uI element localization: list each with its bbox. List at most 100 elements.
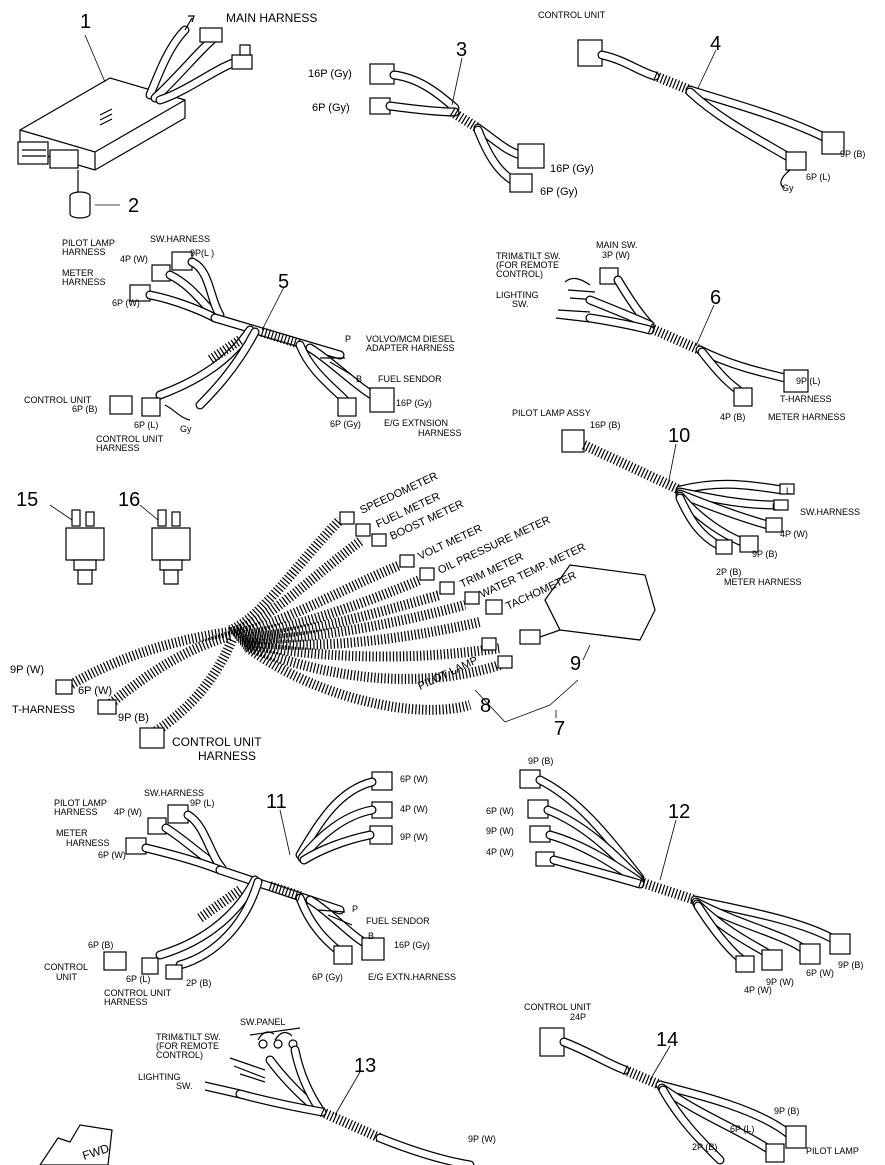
label-9pw-13: 9P (W) (468, 1134, 496, 1144)
label-p-5: P (345, 334, 351, 344)
label-lighting-6b: SW. (512, 299, 529, 309)
label-main-sw: MAIN SW. (596, 240, 638, 250)
label-control-unit-5: CONTROL UNIT (24, 395, 92, 405)
label-trim-tilt-6c: CONTROL) (496, 269, 543, 279)
label-lighting-13: LIGHTING (138, 1072, 181, 1082)
label-lighting-6: LIGHTING (496, 290, 539, 300)
label-sw-harness-11: SW.HARNESS (144, 788, 204, 798)
label-volvo2: ADAPTER HARNESS (366, 343, 455, 353)
part-13-harness (204, 1027, 475, 1165)
label-6p-gy-b: 6P (Gy) (540, 186, 578, 198)
label-control-unit-4: CONTROL UNIT (538, 10, 606, 20)
callout-6: 6 (710, 287, 721, 309)
callout-12: 12 (668, 801, 690, 823)
label-16p-gy: 16P (Gy) (308, 68, 352, 80)
label-trim-tilt-13c: CONTROL) (156, 1050, 203, 1060)
label-eg-extn: E/G EXTN.HARNESS (368, 972, 456, 982)
label-16pgy-5: 16P (Gy) (396, 398, 432, 408)
label-t-harness-big: T-HARNESS (12, 704, 75, 716)
label-gy-5: Gy (180, 424, 192, 434)
callout-2: 2 (128, 195, 139, 217)
label-9pb-10: 9P (B) (752, 549, 777, 559)
label-9pw-12b: 9P (W) (766, 977, 794, 987)
label-trim-tilt-6: TRIM&TILT SW. (496, 251, 561, 261)
label-4pw-12b: 4P (W) (744, 985, 772, 995)
label-9pl-5: 9P(L ) (190, 248, 214, 258)
label-pilot-lamp-5b: HARNESS (62, 247, 106, 257)
label-4pw-11: 4P (W) (114, 807, 142, 817)
label-9pw-11: 9P (W) (400, 832, 428, 842)
label-cu-harness-11: CONTROL UNIT (104, 988, 172, 998)
label-trim-tilt-13b: (FOR REMOTE (156, 1041, 219, 1051)
label-b-5: B (356, 374, 362, 384)
label-4pw-12: 4P (W) (486, 847, 514, 857)
label-meter-harness-6: METER HARNESS (768, 412, 846, 422)
label-gy-4: Gy (782, 183, 794, 193)
label-6pl-14: 6P (L) (730, 1124, 754, 1134)
label-fuel-sendor-11: FUEL SENDOR (366, 916, 430, 926)
label-6pw-12b: 6P (W) (806, 968, 834, 978)
label-control-unit-14: CONTROL UNIT (524, 1002, 592, 1012)
label-pilot-lamp-11b: HARNESS (54, 807, 98, 817)
label-p-11: P (352, 904, 358, 914)
label-9pb-14: 9P (B) (774, 1106, 799, 1116)
part-10-harness (561, 429, 795, 555)
label-volvo: VOLVO/MCM DIESEL (366, 334, 455, 344)
label-sw-panel: SW.PANEL (240, 1017, 285, 1027)
label-6pl-5: 6P (L) (134, 420, 158, 430)
label-cu-harness-5b: HARNESS (96, 443, 140, 453)
label-9pw-big: 9P (W) (10, 664, 44, 676)
label-sw-harness-10: SW.HARNESS (800, 507, 860, 517)
label-eg-ext: E/G EXTNSION (384, 418, 448, 428)
label-4pw-10: 4P (W) (780, 529, 808, 539)
label-unit-11: UNIT (56, 972, 77, 982)
part-7-meter-harness (55, 511, 656, 749)
label-4pb-6: 4P (B) (720, 412, 745, 422)
callout-3: 3 (456, 39, 467, 61)
label-6pw-11b: 6P (W) (98, 850, 126, 860)
label-6pl-11: 6P (L) (126, 974, 150, 984)
label-fuel-sendor-5: FUEL SENDOR (378, 374, 442, 384)
label-meter-5b: HARNESS (62, 277, 106, 287)
label-cu-harness-big: CONTROL UNIT (172, 735, 262, 749)
fwd-arrow: FWD (39, 1124, 113, 1165)
label-trim-tilt-13: TRIM&TILT SW. (156, 1032, 221, 1042)
part-3-harness (369, 57, 545, 193)
label-meter-harness-10: METER HARNESS (724, 577, 802, 587)
label-cu-harness-big2: HARNESS (198, 749, 256, 763)
part-15-sensor (49, 504, 105, 585)
part-6-harness (555, 267, 809, 407)
label-6pb-11: 6P (B) (88, 940, 113, 950)
label-6pw-big: 6P (W) (78, 685, 112, 697)
label-6pw-12: 6P (W) (486, 806, 514, 816)
callout-5: 5 (278, 271, 289, 293)
label-2pb-10: 2P (B) (716, 567, 741, 577)
callout-9: 9 (570, 653, 581, 675)
callout-1: 1 (80, 11, 91, 33)
label-meter-11: METER (56, 828, 88, 838)
label-meter-11b: HARNESS (66, 838, 110, 848)
part-1-control-unit (17, 15, 253, 171)
label-9pl-11: 9P (L) (190, 798, 214, 808)
label-t-harness-6: T-HARNESS (780, 394, 832, 404)
label-eg-ext2: HARNESS (418, 428, 462, 438)
label-3pw: 3P (W) (602, 250, 630, 260)
label-9pb-big: 9P (B) (118, 712, 149, 724)
label-6pw-5: 6P (W) (112, 298, 140, 308)
label-main-harness: MAIN HARNESS (226, 11, 317, 25)
label-pilot-lamp-assy: PILOT LAMP ASSY (512, 408, 591, 418)
label-2pb-11: 2P (B) (186, 978, 211, 988)
part-12-harness (519, 769, 851, 973)
label-6pgy-5: 6P (Gy) (330, 419, 361, 429)
label-pilot-lamp-14: PILOT LAMP (806, 1146, 859, 1156)
label-6pw-11: 6P (W) (400, 774, 428, 784)
label-pilot-lamp-11: PILOT LAMP (54, 798, 107, 808)
callout-8: 8 (480, 695, 491, 717)
label-9pw-12: 9P (W) (486, 826, 514, 836)
label-2pb-14: 2P (B) (692, 1142, 717, 1152)
callout-16: 16 (118, 489, 140, 511)
label-pilot-lamp-5: PILOT LAMP (62, 238, 115, 248)
label-l-10b: L (772, 502, 777, 512)
label-16pb: 16P (B) (590, 420, 620, 430)
